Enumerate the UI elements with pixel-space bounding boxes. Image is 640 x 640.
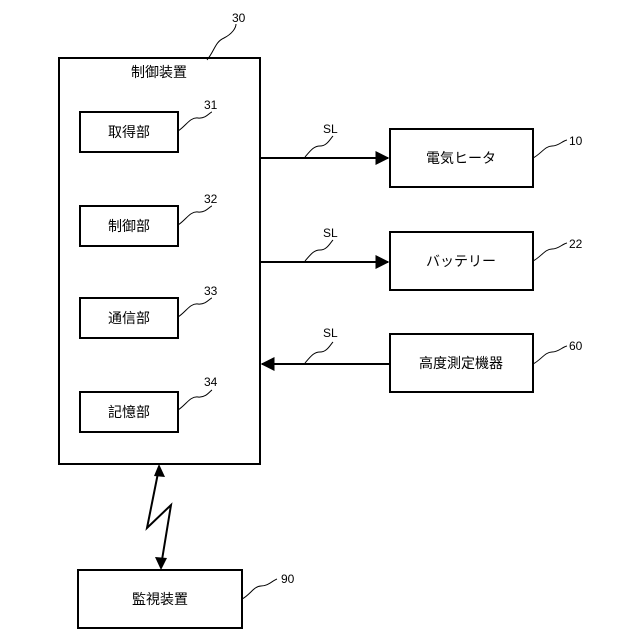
controller-leader bbox=[207, 24, 236, 60]
unit-label-storage: 記憶部 bbox=[108, 404, 150, 420]
signal-label-battery: SL bbox=[323, 226, 338, 240]
device-ref-battery: 22 bbox=[569, 237, 583, 251]
wireless-arrowhead-bottom bbox=[155, 557, 167, 570]
signal-leader-heater bbox=[305, 136, 333, 157]
device-leader-altimeter bbox=[533, 346, 567, 364]
unit-ref-communication: 33 bbox=[204, 284, 218, 298]
controller-title: 制御装置 bbox=[131, 64, 187, 80]
wireless-link bbox=[147, 468, 171, 566]
unit-ref-storage: 34 bbox=[204, 375, 218, 389]
monitor-leader bbox=[242, 579, 277, 599]
device-label-battery: バッテリー bbox=[426, 253, 496, 269]
wireless-arrowhead-top bbox=[154, 464, 165, 477]
unit-label-control: 制御部 bbox=[108, 218, 150, 234]
signal-label-altimeter: SL bbox=[323, 326, 338, 340]
device-label-altimeter: 高度測定機器 bbox=[419, 355, 503, 371]
device-ref-altimeter: 60 bbox=[569, 339, 583, 353]
signal-leader-altimeter bbox=[305, 342, 333, 363]
signal-label-heater: SL bbox=[323, 122, 338, 136]
device-leader-heater bbox=[533, 140, 567, 158]
monitor-label: 監視装置 bbox=[132, 591, 188, 607]
unit-label-acquisition: 取得部 bbox=[108, 124, 150, 140]
device-label-heater: 電気ヒータ bbox=[426, 150, 496, 166]
unit-ref-acquisition: 31 bbox=[204, 98, 218, 112]
device-leader-battery bbox=[533, 243, 567, 261]
unit-ref-control: 32 bbox=[204, 192, 218, 206]
device-ref-heater: 10 bbox=[569, 134, 583, 148]
unit-label-communication: 通信部 bbox=[108, 310, 150, 326]
monitor-ref: 90 bbox=[281, 572, 295, 586]
signal-leader-battery bbox=[305, 240, 333, 261]
controller-ref: 30 bbox=[232, 11, 246, 25]
